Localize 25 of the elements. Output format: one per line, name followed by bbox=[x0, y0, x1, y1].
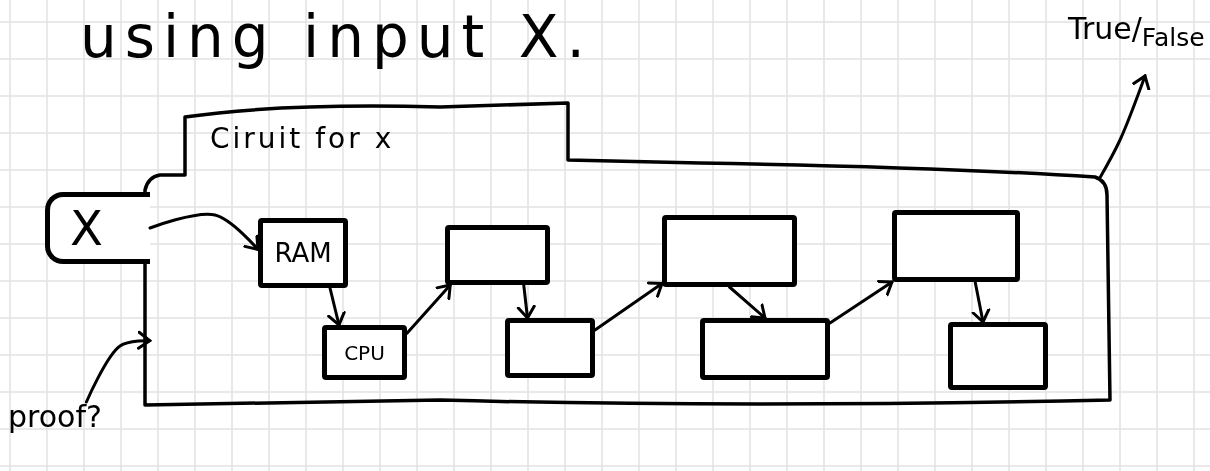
arrow bbox=[405, 283, 452, 335]
arrow bbox=[148, 212, 260, 251]
component-box bbox=[322, 325, 407, 380]
arrow bbox=[828, 279, 894, 325]
arrow bbox=[1098, 74, 1151, 179]
empty-box bbox=[445, 225, 550, 285]
arrow bbox=[728, 285, 767, 320]
input-label: proof? bbox=[8, 402, 102, 432]
arrow bbox=[971, 280, 991, 324]
arrow bbox=[327, 286, 346, 327]
arrow bbox=[84, 330, 152, 404]
variable-label: X bbox=[70, 204, 103, 252]
component-label: CPU bbox=[344, 342, 385, 363]
component-box bbox=[258, 218, 348, 288]
output-label: True/$_{False}$ bbox=[1068, 14, 1205, 50]
arrow bbox=[593, 281, 664, 332]
circuit-title: Ciruit for x bbox=[210, 125, 395, 153]
empty-box bbox=[892, 210, 1020, 282]
empty-box bbox=[948, 322, 1048, 390]
empty-box bbox=[505, 318, 595, 378]
component-label: RAM bbox=[274, 240, 332, 266]
empty-box bbox=[700, 318, 830, 380]
arrow bbox=[516, 283, 536, 320]
empty-box bbox=[662, 215, 797, 287]
input-box bbox=[45, 192, 150, 264]
